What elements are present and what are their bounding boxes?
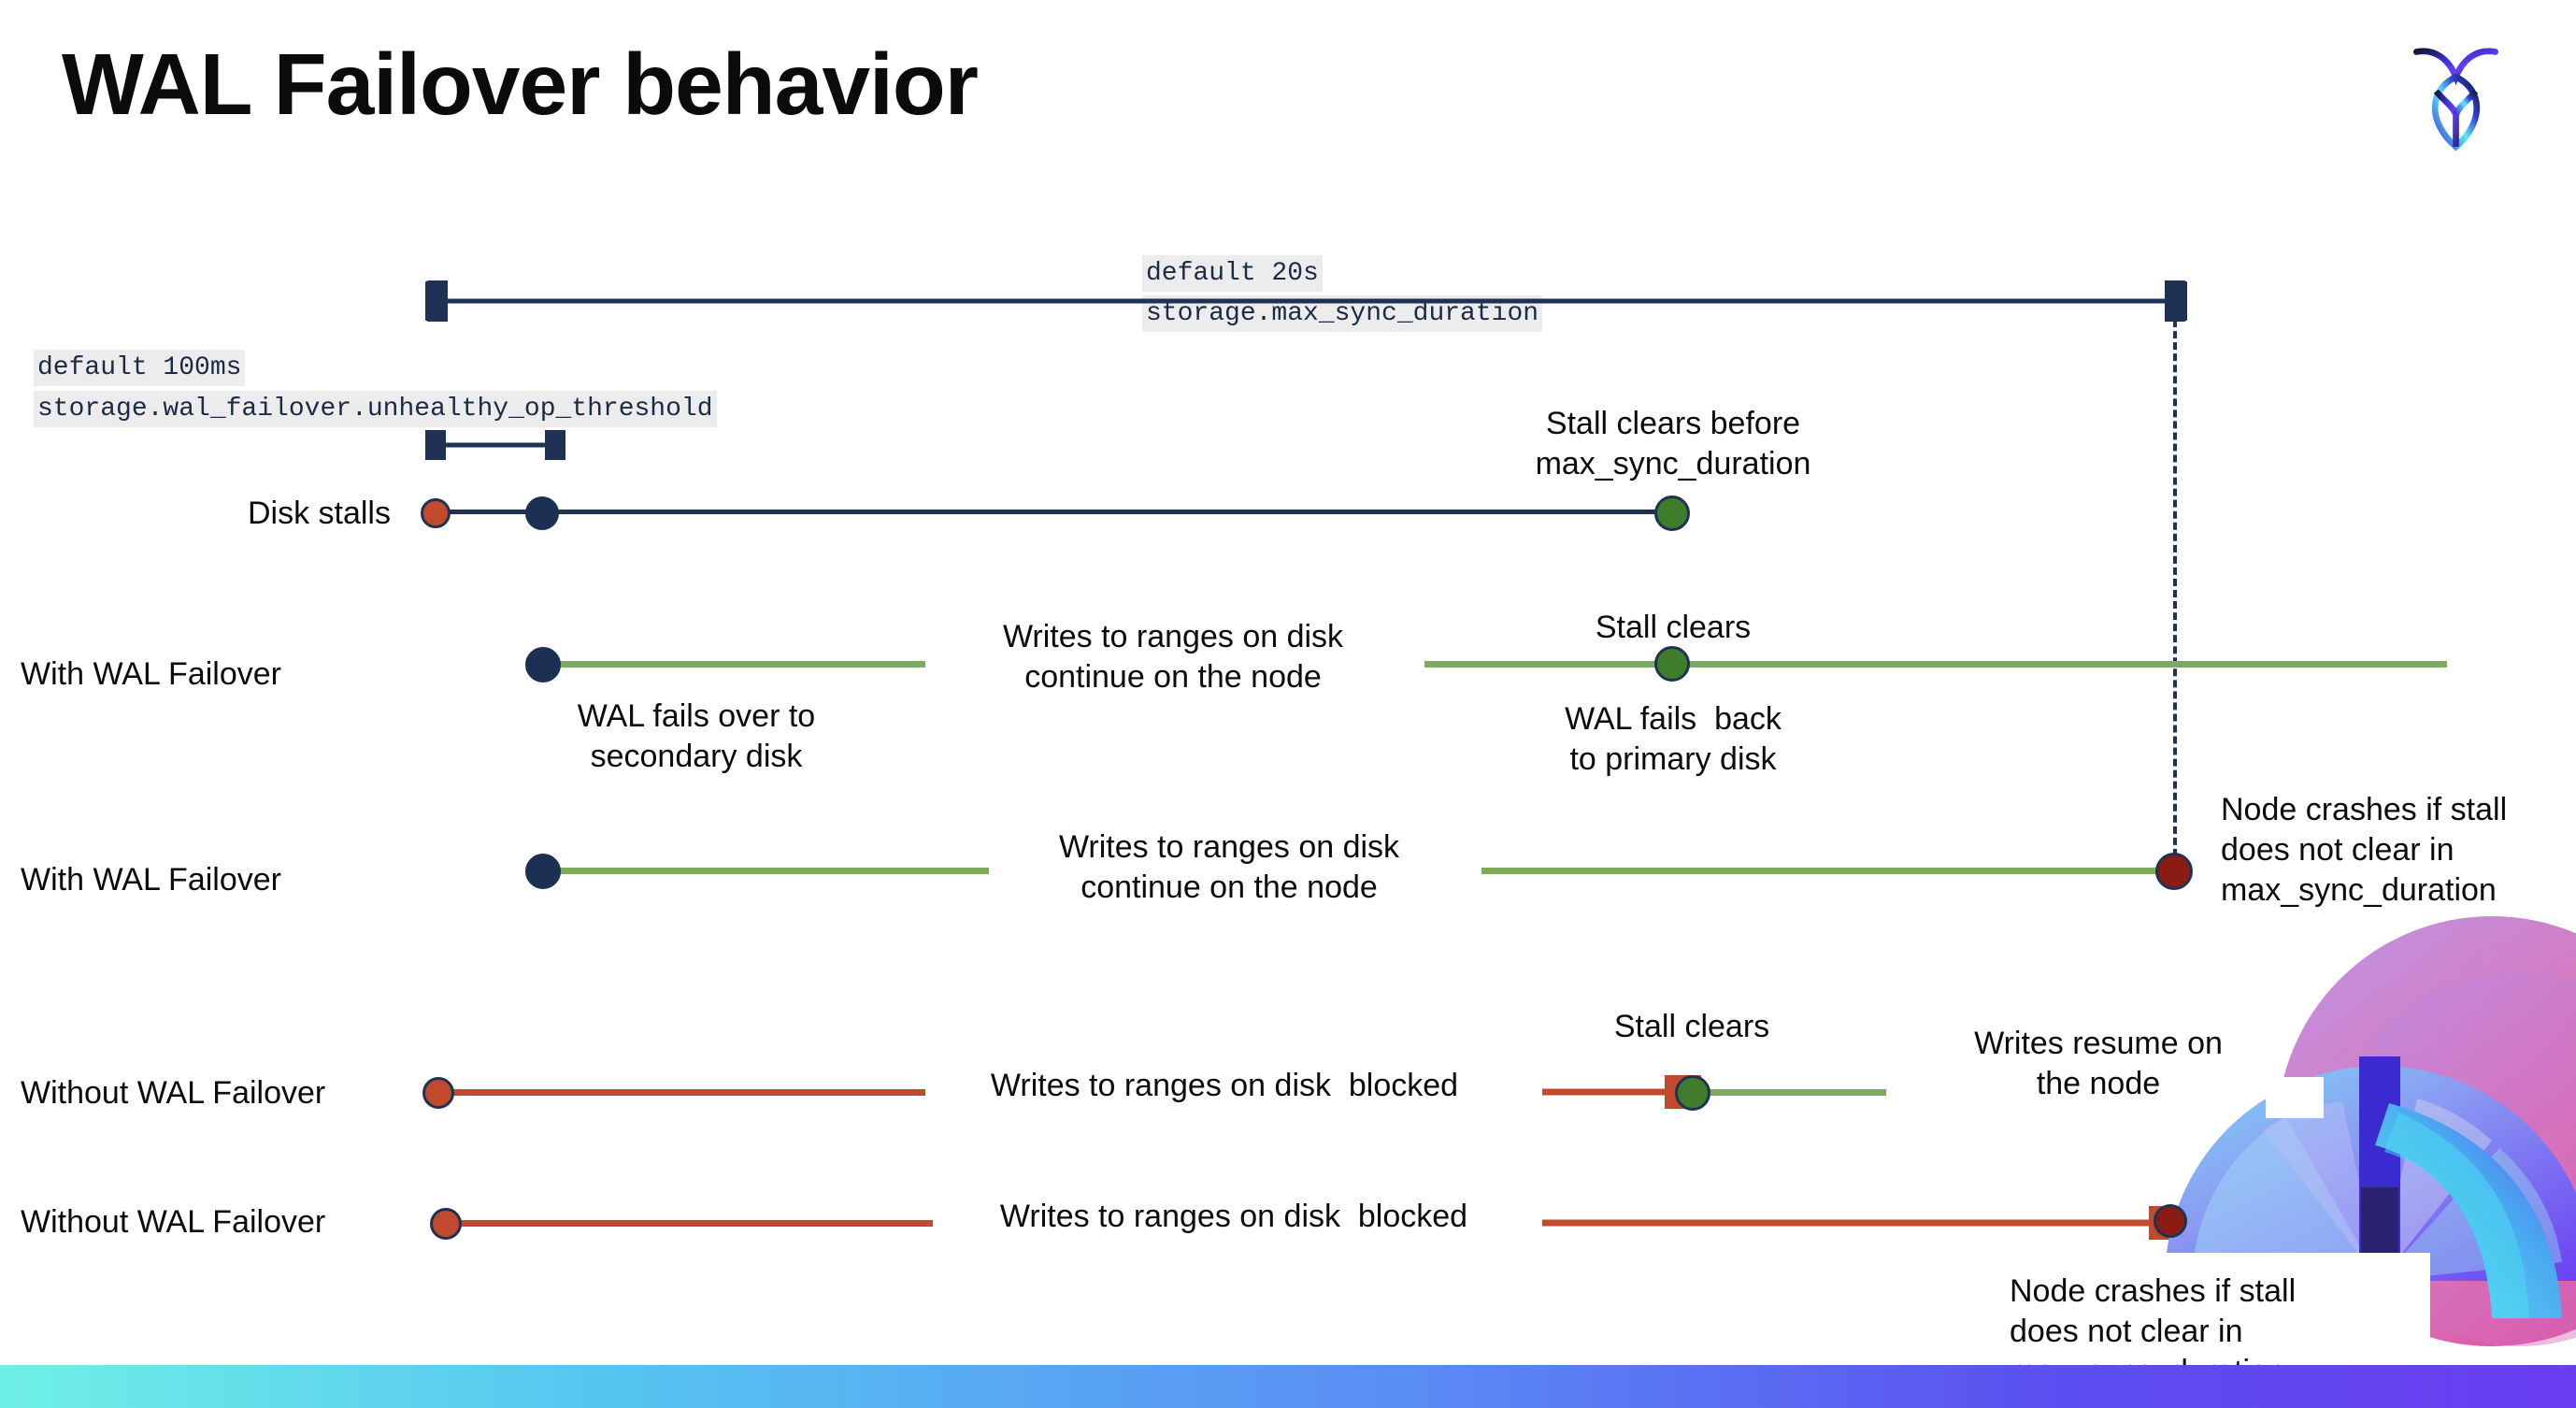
without-failover-resume-segment (1709, 1089, 1886, 1096)
max-sync-duration-span-arrow (387, 270, 2225, 332)
note-wal-fails-back: WAL fails back to primary disk (1565, 701, 1782, 777)
note-writes-continue-1: Writes to ranges on disk continue on the… (1002, 619, 1344, 695)
without-failover-blocked-arrow-2 (1542, 1180, 2234, 1266)
artwork-mask-left (2266, 1077, 2324, 1118)
note-wal-fails-over: WAL fails over to secondary disk (577, 698, 816, 774)
row-label-with-wal-failover-crash: With WAL Failover (21, 862, 281, 898)
note-writes-blocked-2: Writes to ranges on disk blocked (999, 1199, 1468, 1234)
unhealthy-op-threshold-span-arrow (390, 417, 601, 473)
wal-failover-crash-segment-2 (1481, 868, 2173, 874)
disk-stall-clears-dot (1654, 496, 1690, 531)
disk-stall-start-dot (421, 498, 451, 528)
page-title: WAL Failover behavior (62, 36, 979, 133)
wal-failover-clears-segment-1 (540, 661, 925, 668)
without-failover-blocked-arrow-1 (1542, 1049, 1750, 1135)
note-writes-resume: Writes resume on the node (1974, 1026, 2223, 1101)
row-label-with-wal-failover-clears: With WAL Failover (21, 656, 281, 692)
note-stall-clears-row2: Stall clears (1595, 610, 1752, 645)
cockroachdb-logo-icon (2402, 36, 2510, 152)
decorative-artwork (2053, 879, 2576, 1365)
note-stall-clears-row4: Stall clears (1613, 1009, 1770, 1044)
bottom-gradient-bar (0, 1365, 2576, 1408)
row-label-without-wal-failover-crash: Without WAL Failover (21, 1204, 326, 1240)
without-failover-blocked-segment-1 (439, 1089, 925, 1096)
row-label-disk-stalls: Disk stalls (247, 496, 391, 531)
callout-unhealthy-op-threshold-setting: storage.wal_failover.unhealthy_op_thresh… (34, 391, 717, 427)
node-crash-dot-with-failover (2155, 853, 2193, 890)
wal-failover-start-dot (525, 647, 561, 682)
note-writes-blocked-1: Writes to ranges on disk blocked (990, 1068, 1459, 1103)
without-failover-crash-start-dot (430, 1208, 462, 1240)
max-sync-duration-deadline-guide (2173, 309, 2177, 879)
disk-stall-detected-dot (525, 496, 559, 530)
note-stall-clears-before-max-sync: Stall clears before max_sync_duration (1535, 406, 1811, 481)
node-crash-dot-without-failover (2154, 1204, 2187, 1238)
without-failover-stall-clears-dot (1675, 1075, 1710, 1111)
wal-failover-crash-segment-1 (540, 868, 989, 874)
without-failover-blocked-segment-2 (447, 1220, 933, 1227)
note-node-crashes-with-failover: Node crashes if stall does not clear in … (2221, 792, 2508, 908)
row-label-without-wal-failover-clears: Without WAL Failover (21, 1075, 326, 1111)
wal-failover-stall-clears-dot (1654, 646, 1690, 682)
without-failover-stall-start-dot (422, 1077, 454, 1109)
wal-failover-crash-start-dot (525, 854, 561, 889)
wal-failover-clears-segment-2 (1424, 661, 2447, 668)
note-writes-continue-2: Writes to ranges on disk continue on the… (1058, 829, 1400, 905)
callout-unhealthy-op-threshold-value: default 100ms (34, 350, 246, 386)
disk-stalls-timeline (432, 510, 1675, 514)
